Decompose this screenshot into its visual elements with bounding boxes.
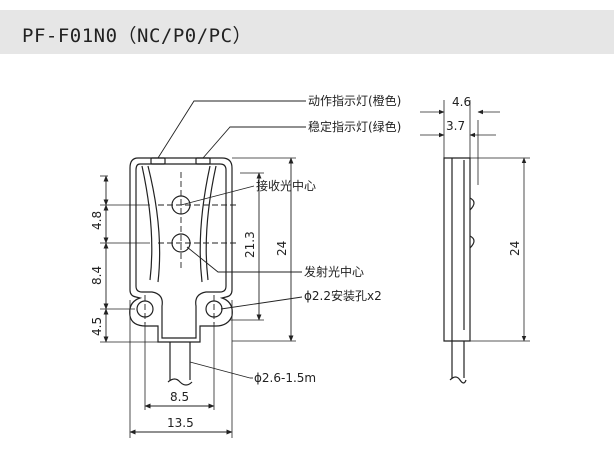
action-indicator-label: 动作指示灯(橙色) [308,93,401,108]
lens-curve-left [141,165,153,281]
leader-lines [157,100,306,379]
emitter-center-label: 发射光中心 [304,264,364,279]
dim-24-front: 24 [275,241,289,256]
extension-lines [100,157,296,438]
dim-13-5: 13.5 [167,416,194,430]
receiver-center-label: 接收光中心 [256,178,316,193]
dimension-lines [103,157,294,435]
action-indicator-slot [150,157,166,165]
stable-indicator-label: 稳定指示灯(绿色) [308,119,401,134]
dim-21-3: 21.3 [243,231,257,258]
cable-label: ϕ2.6-1.5m [254,371,316,385]
sensor-body-inner [135,163,227,339]
sensor-body-outline [129,157,233,343]
dim-4-6: 4.6 [452,95,471,109]
lens-curve-right [205,165,217,281]
dim-4-8: 4.8 [90,211,104,230]
lens-curve-right-2 [199,165,211,283]
dim-4-5: 4.5 [90,317,104,336]
lens-curve-left-2 [147,165,161,283]
dim-24-side: 24 [508,241,522,256]
dim-8-4: 8.4 [90,266,104,285]
side-body-outline [443,157,471,342]
center-lines [144,172,236,324]
dim-8-5: 8.5 [170,390,189,404]
side-view [443,157,475,384]
title-bar: PF-F01N0（NC/P0/PC） [0,10,614,54]
mount-hole-label: ϕ2.2安装孔x2 [304,288,382,303]
dim-3-7: 3.7 [446,119,465,133]
stable-indicator-slot [195,157,211,165]
cable-break [167,378,193,386]
side-dimension-lines [420,100,530,342]
page-title: PF-F01N0（NC/P0/PC） [22,25,253,47]
